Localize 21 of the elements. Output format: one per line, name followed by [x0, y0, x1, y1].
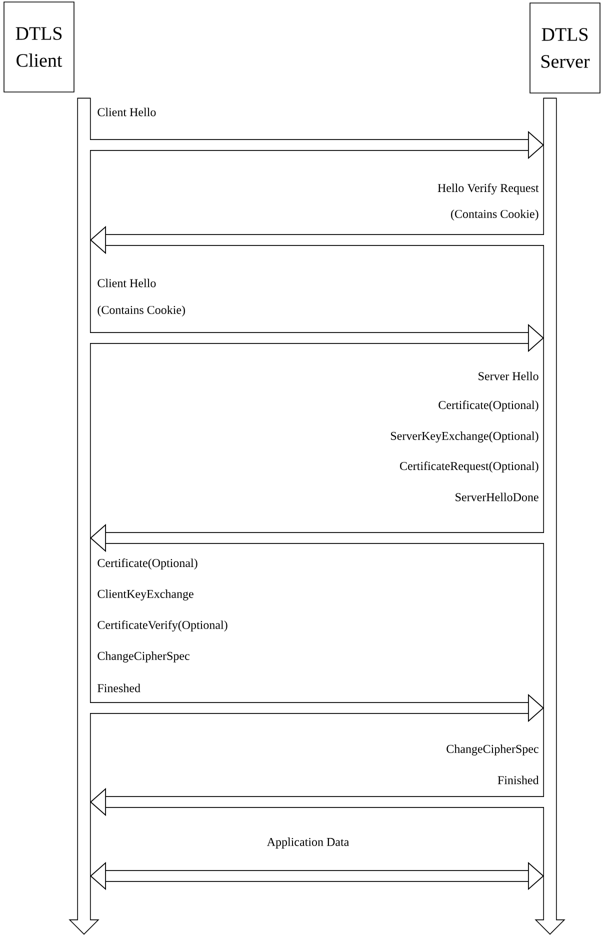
message-label: CertificateVerify(Optional): [98, 620, 228, 632]
message-label: ServerKeyExchange(Optional): [391, 432, 538, 442]
message-label: ChangeCipherSpec: [446, 744, 538, 756]
message-label: Fineshed: [98, 684, 140, 692]
message-label: Certificate(Optional): [438, 400, 538, 412]
message-label: Application Data: [266, 838, 349, 848]
participant-box: DTLS Server: [530, 2, 600, 94]
message-label: ChangeCipherSpec: [98, 652, 190, 662]
message-label: ClientKeyExchange: [98, 590, 194, 600]
message-label: Finished: [498, 776, 539, 784]
message-label: Server Hello: [478, 372, 538, 380]
message-label: Certificate(Optional): [98, 558, 198, 570]
message-label: Client Hello: [98, 108, 156, 116]
message-label: (Contains Cookie): [98, 306, 185, 316]
participant-box: DTLS Client: [4, 2, 74, 92]
message-label: (Contains Cookie): [451, 210, 538, 220]
message-arrow: [90, 862, 544, 890]
message-label: CertificateRequest(Optional): [400, 462, 538, 472]
message-label: ServerHelloDone: [456, 492, 538, 502]
message-label: Hello Verify Request: [438, 183, 539, 195]
message-label: Client Hello: [98, 278, 156, 288]
